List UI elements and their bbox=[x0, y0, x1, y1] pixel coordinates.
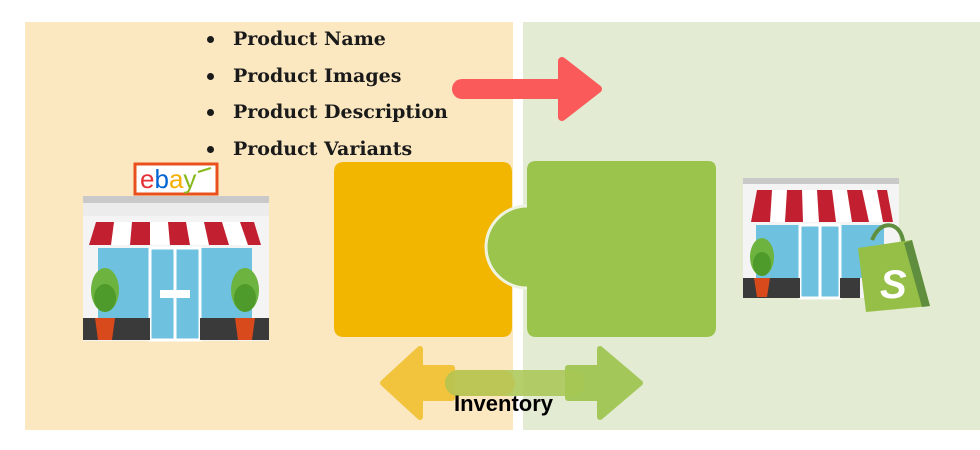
puzzle-right-icon bbox=[484, 161, 716, 337]
ebay-logo-letter: e bbox=[140, 164, 154, 194]
inventory-arrow-icon bbox=[380, 346, 643, 420]
sync-arrow-icon bbox=[452, 57, 602, 121]
shopify-bag-icon: S bbox=[858, 223, 930, 312]
list-item: Product Images bbox=[205, 63, 448, 100]
list-item: Product Description bbox=[205, 99, 448, 136]
ebay-store-icon bbox=[83, 162, 269, 342]
ebay-logo-letter: a bbox=[169, 164, 184, 194]
inventory-label: Inventory bbox=[454, 391, 554, 416]
list-item: Product Name bbox=[205, 26, 448, 63]
ebay-logo-icon: ebay bbox=[140, 164, 212, 194]
svg-text:ebay: ebay bbox=[140, 164, 196, 194]
synced-fields-list: Product Name Product Images Product Desc… bbox=[205, 26, 448, 172]
shopify-logo-letter: S bbox=[880, 263, 907, 307]
ebay-logo-letter: b bbox=[154, 164, 168, 194]
puzzle-left-icon bbox=[334, 162, 512, 337]
ebay-logo-letter: y bbox=[183, 164, 196, 194]
list-item: Product Variants bbox=[205, 136, 448, 173]
